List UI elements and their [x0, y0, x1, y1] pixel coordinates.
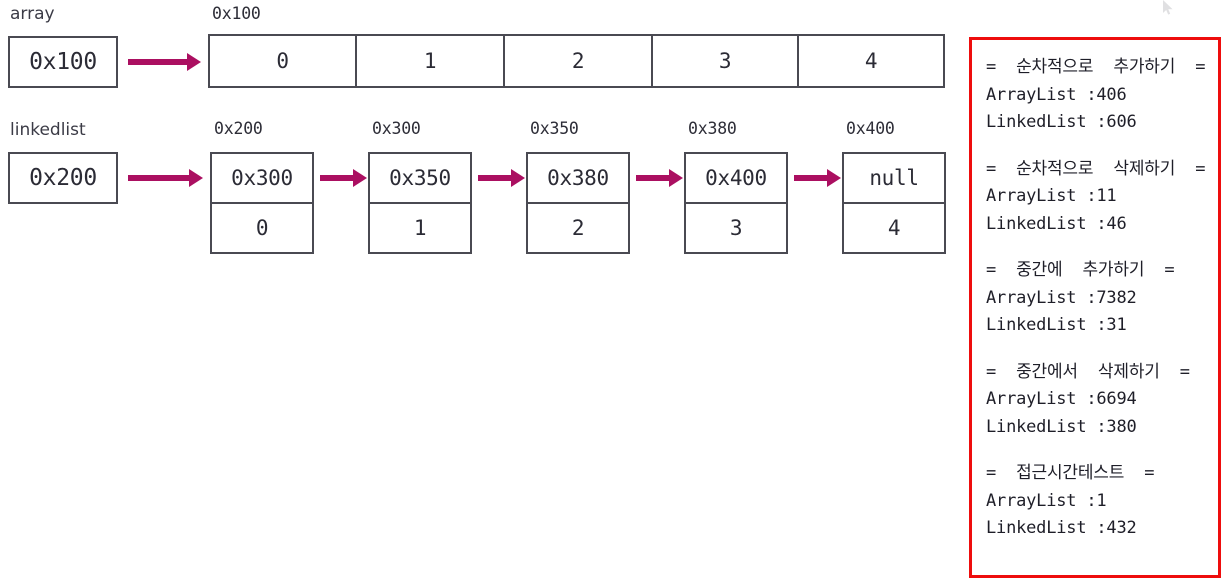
benchmark-arraylist-result: ArrayList :7382 — [986, 287, 1137, 308]
benchmark-heading: = 순차적으로 삭제하기 = — [986, 158, 1206, 179]
benchmark-heading: = 중간에 추가하기 = — [986, 260, 1175, 281]
node-address-label-2: 0x350 — [530, 119, 579, 138]
array-address-label: 0x100 — [212, 4, 261, 23]
benchmark-linkedlist-result: LinkedList :432 — [986, 518, 1137, 539]
benchmark-linkedlist-result: LinkedList :31 — [986, 315, 1127, 336]
node-arrow-3 — [794, 175, 828, 181]
benchmark-block: = 접근시간테스트 = ArrayList :1 LinkedList :432 — [986, 460, 1218, 543]
array-reference-arrow — [128, 59, 188, 65]
linkedlist-reference-arrow — [128, 175, 190, 181]
node-next-cell-3: 0x400 — [684, 152, 788, 204]
node-next-cell-0: 0x300 — [210, 152, 314, 204]
benchmark-arraylist-result: ArrayList :11 — [986, 186, 1117, 207]
benchmark-block: = 중간에서 삭제하기 = ArrayList :6694 LinkedList… — [986, 359, 1218, 442]
linkedlist-label: linkedlist — [10, 120, 86, 140]
benchmark-arraylist-result: ArrayList :1 — [986, 490, 1107, 511]
node-arrow-1 — [478, 175, 512, 181]
benchmark-arraylist-result: ArrayList :6694 — [986, 389, 1137, 410]
benchmark-linkedlist-result: LinkedList :46 — [986, 213, 1127, 234]
node-address-label-0: 0x200 — [214, 119, 263, 138]
benchmark-arraylist-result: ArrayList :406 — [986, 84, 1127, 105]
array-label: array — [10, 4, 55, 24]
array-cell-1: 1 — [357, 34, 505, 88]
node-value-cell-1: 1 — [368, 202, 472, 254]
benchmark-block: = 순차적으로 삭제하기 = ArrayList :11 LinkedList … — [986, 156, 1218, 239]
array-cell-2: 2 — [505, 34, 653, 88]
benchmark-linkedlist-result: LinkedList :380 — [986, 416, 1137, 437]
array-cell-4: 4 — [799, 34, 945, 88]
benchmark-block: = 순차적으로 추가하기 = ArrayList :406 LinkedList… — [986, 54, 1218, 137]
cursor-pointer-icon — [1163, 0, 1174, 15]
array-reference-box: 0x100 — [8, 36, 118, 88]
node-next-cell-1: 0x350 — [368, 152, 472, 204]
node-value-cell-2: 2 — [526, 202, 630, 254]
node-next-cell-4: null — [842, 152, 946, 204]
node-value-cell-3: 3 — [684, 202, 788, 254]
benchmark-linkedlist-result: LinkedList :606 — [986, 112, 1137, 133]
node-address-label-1: 0x300 — [372, 119, 421, 138]
linkedlist-reference-box: 0x200 — [8, 152, 118, 204]
benchmark-heading: = 중간에서 삭제하기 = — [986, 361, 1190, 382]
benchmark-output-panel: = 순차적으로 추가하기 = ArrayList :406 LinkedList… — [969, 37, 1221, 578]
node-arrow-0 — [320, 175, 354, 181]
node-value-cell-0: 0 — [210, 202, 314, 254]
array-cell-0: 0 — [208, 34, 357, 88]
benchmark-block: = 중간에 추가하기 = ArrayList :7382 LinkedList … — [986, 257, 1218, 340]
node-arrow-2 — [636, 175, 670, 181]
node-value-cell-4: 4 — [842, 202, 946, 254]
benchmark-heading: = 순차적으로 추가하기 = — [986, 57, 1206, 77]
benchmark-heading: = 접근시간테스트 = — [986, 463, 1155, 484]
array-cell-3: 3 — [653, 34, 799, 88]
node-address-label-4: 0x400 — [846, 119, 895, 138]
node-address-label-3: 0x380 — [688, 119, 737, 138]
node-next-cell-2: 0x380 — [526, 152, 630, 204]
